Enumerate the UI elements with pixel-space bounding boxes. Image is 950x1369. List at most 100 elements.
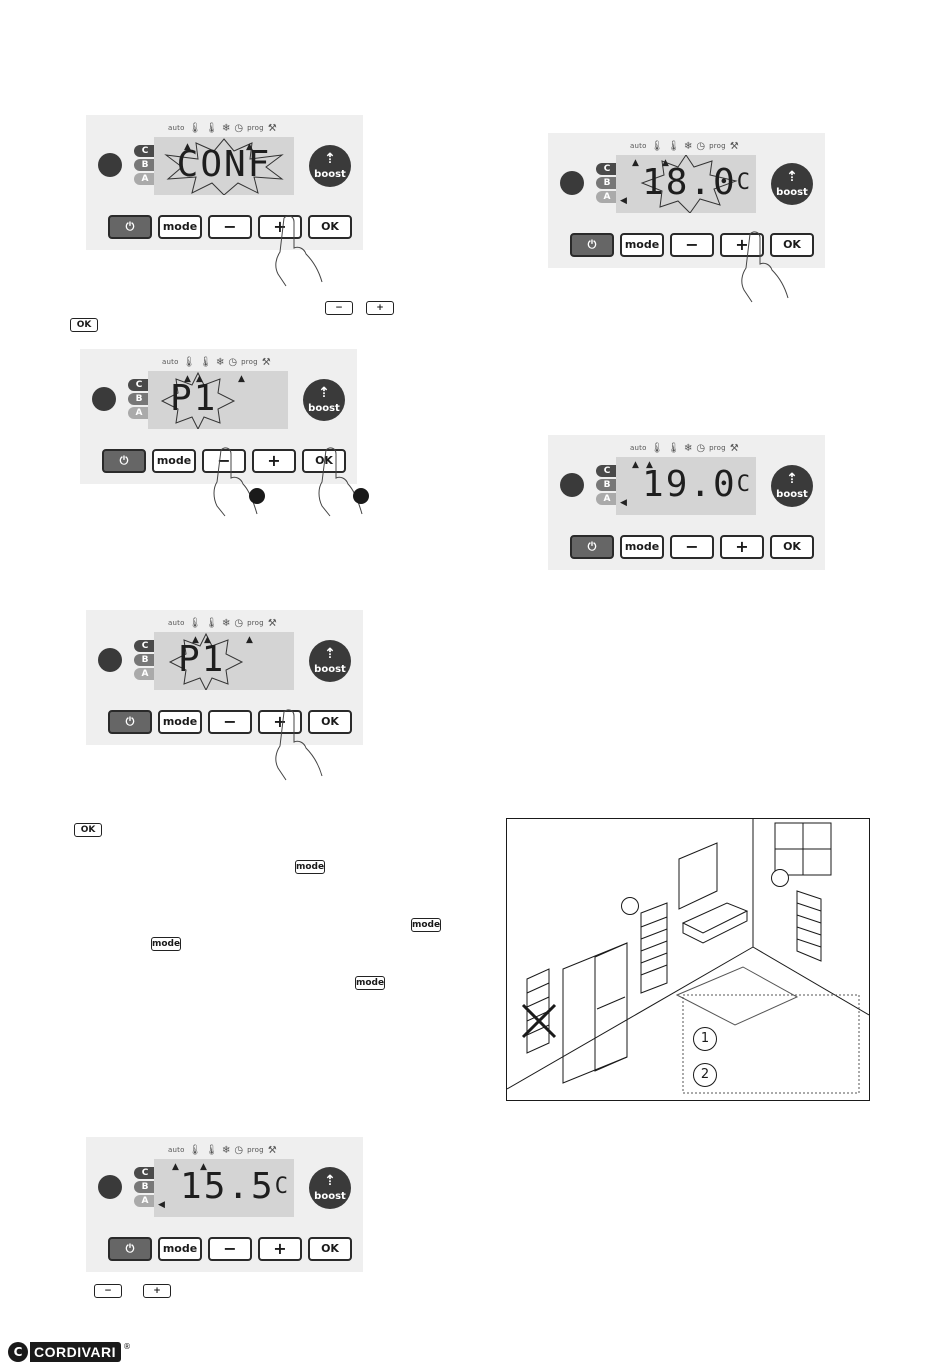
- step-marker: [98, 648, 122, 672]
- minus-button[interactable]: −: [208, 710, 252, 734]
- thermometer-icon: 🌡: [667, 140, 680, 152]
- boost-button[interactable]: ⇡ boost: [309, 145, 351, 187]
- power-button[interactable]: ⏻: [102, 449, 146, 473]
- step-marker: [249, 488, 265, 504]
- clock-icon: ◷: [234, 122, 244, 134]
- boost-label: boost: [776, 489, 808, 500]
- mode-tag-c: C: [128, 379, 150, 391]
- step-marker: [98, 153, 122, 177]
- boost-label: boost: [308, 403, 340, 414]
- brand-logo: C CORDIVARI ®: [8, 1342, 131, 1362]
- bathroom-illustration: [507, 819, 869, 1094]
- auto-label: auto: [630, 444, 647, 452]
- bathroom-installation-diagram: 1 2: [506, 818, 870, 1101]
- boost-button[interactable]: ⇡ boost: [771, 465, 813, 507]
- plus-button[interactable]: +: [258, 710, 302, 734]
- lcd-value: P1: [170, 378, 218, 419]
- boost-thermometer-icon: ⇡: [324, 151, 336, 167]
- indicator-triangle: ▲: [246, 635, 253, 645]
- status-icons: auto 🌡 🌡 ❄ ◷ prog ⚒: [168, 121, 277, 135]
- lcd-display: ▲ ▲ ▲ P1: [148, 371, 288, 429]
- zone-label-1: 1: [693, 1027, 717, 1051]
- lcd-display: ▲ ▲ CONF: [154, 137, 294, 195]
- mode-tag-c: C: [596, 465, 618, 477]
- mode-tag-b: B: [128, 393, 150, 405]
- power-button[interactable]: ⏻: [108, 1237, 152, 1261]
- mode-button[interactable]: mode: [158, 215, 202, 239]
- thermometer-icon: 🌡: [667, 442, 680, 454]
- thermometer-icon: 🌡: [188, 1144, 202, 1156]
- minus-button[interactable]: −: [670, 233, 714, 257]
- wrench-icon: ⚒: [729, 442, 739, 454]
- plus-button[interactable]: +: [720, 535, 764, 559]
- control-panel-temp-180: C B A auto 🌡 🌡 ❄ ◷ prog ⚒ ▲ ▲ ◀ 18.0C ⇡ …: [548, 133, 825, 268]
- boost-button[interactable]: ⇡ boost: [771, 163, 813, 205]
- plus-button[interactable]: +: [258, 215, 302, 239]
- prog-label: prog: [247, 1146, 264, 1154]
- indicator-triangle: ▲: [646, 460, 653, 470]
- status-icons: auto 🌡 🌡 ❄ ◷ prog ⚒: [162, 355, 271, 369]
- mode-tag-a: A: [134, 1195, 156, 1207]
- comfort-mode-tags: C B A: [596, 163, 618, 205]
- lcd-number: 19.0: [642, 464, 737, 505]
- plus-button[interactable]: +: [720, 233, 764, 257]
- ok-button[interactable]: OK: [308, 1237, 352, 1261]
- minus-button[interactable]: −: [202, 449, 246, 473]
- mode-tag-b: B: [134, 159, 156, 171]
- minus-inline-icon: −: [94, 1284, 122, 1298]
- mode-button[interactable]: mode: [620, 233, 664, 257]
- ok-button[interactable]: OK: [308, 710, 352, 734]
- button-row: ⏻ mode − + OK: [570, 535, 814, 559]
- status-icons: auto 🌡 🌡 ❄ ◷ prog ⚒: [630, 139, 739, 153]
- control-panel-conf: C B A auto 🌡 🌡 ❄ ◷ prog ⚒ ▲ ▲ CONF ⇡ boo…: [86, 115, 363, 250]
- prog-label: prog: [709, 142, 726, 150]
- mode-tag-c: C: [596, 163, 618, 175]
- lcd-unit: C: [736, 472, 750, 497]
- indicator-triangle: ◀: [620, 196, 627, 206]
- lcd-display: ▲ ▲ ▲ P1: [154, 632, 294, 690]
- ok-button[interactable]: OK: [770, 233, 814, 257]
- minus-button[interactable]: −: [670, 535, 714, 559]
- indicator-triangle: ◀: [158, 1200, 165, 1210]
- wrench-icon: ⚒: [267, 122, 277, 134]
- blink-burst-icon: [640, 155, 738, 213]
- auto-label: auto: [630, 142, 647, 150]
- auto-label: auto: [162, 358, 179, 366]
- mode-button[interactable]: mode: [158, 710, 202, 734]
- lcd-number: 15.5: [180, 1166, 275, 1207]
- step-marker: [560, 171, 584, 195]
- power-button[interactable]: ⏻: [570, 535, 614, 559]
- minus-button[interactable]: −: [208, 1237, 252, 1261]
- mode-inline-icon: mode: [355, 976, 385, 990]
- thermometer-icon: 🌡: [205, 617, 218, 629]
- boost-thermometer-icon: ⇡: [786, 471, 798, 487]
- registered-mark: ®: [123, 1342, 132, 1351]
- power-button[interactable]: ⏻: [570, 233, 614, 257]
- step-marker: [92, 387, 116, 411]
- power-button[interactable]: ⏻: [108, 710, 152, 734]
- ok-button[interactable]: OK: [308, 215, 352, 239]
- thermometer-icon: 🌡: [205, 1144, 218, 1156]
- auto-label: auto: [168, 1146, 185, 1154]
- indicator-triangle: ▲: [632, 158, 639, 168]
- plus-button[interactable]: +: [258, 1237, 302, 1261]
- power-button[interactable]: ⏻: [108, 215, 152, 239]
- mode-button[interactable]: mode: [158, 1237, 202, 1261]
- comfort-mode-tags: C B A: [596, 465, 618, 507]
- mode-button[interactable]: mode: [152, 449, 196, 473]
- boost-button[interactable]: ⇡ boost: [309, 640, 351, 682]
- indicator-triangle: ▲: [196, 374, 203, 384]
- prog-label: prog: [247, 619, 264, 627]
- ok-button[interactable]: OK: [770, 535, 814, 559]
- boost-button[interactable]: ⇡ boost: [309, 1167, 351, 1209]
- indicator-triangle: ▲: [662, 158, 669, 168]
- lcd-unit: C: [274, 1174, 288, 1199]
- plus-button[interactable]: +: [252, 449, 296, 473]
- boost-button[interactable]: ⇡ boost: [303, 379, 345, 421]
- hand-pointer-icon: [275, 709, 323, 781]
- comfort-mode-tags: C B A: [134, 145, 156, 187]
- mode-button[interactable]: mode: [620, 535, 664, 559]
- lcd-unit: C: [736, 170, 750, 195]
- minus-button[interactable]: −: [208, 215, 252, 239]
- wrench-icon: ⚒: [267, 1144, 277, 1156]
